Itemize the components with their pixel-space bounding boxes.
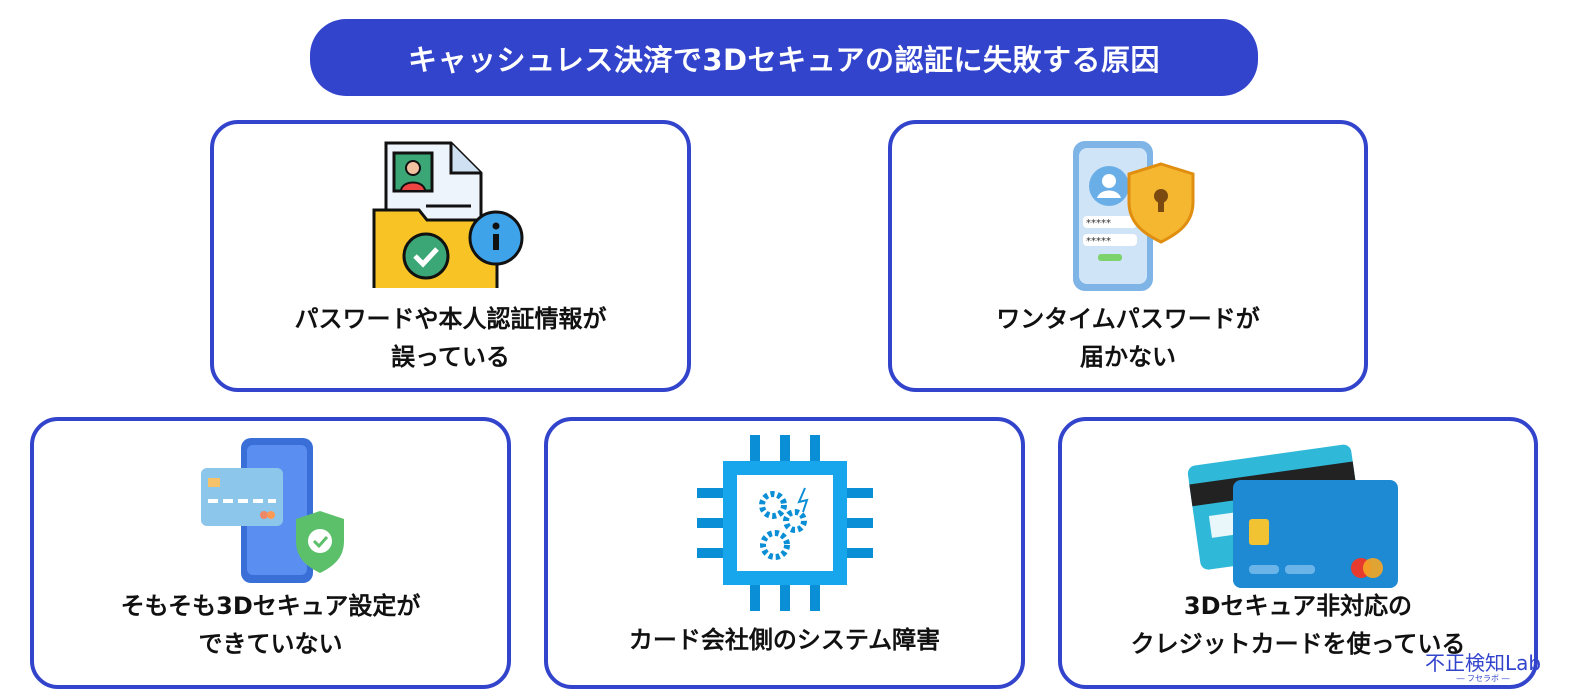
label-line: 3Dセキュア非対応の	[1183, 592, 1413, 620]
phone-card-shield-icon	[200, 438, 344, 583]
credit-cards-icon	[1187, 444, 1398, 588]
svg-text:*****: *****	[1086, 218, 1111, 229]
label-line: そもそも3Dセキュア設定が	[120, 592, 421, 620]
cause-label: カード会社側のシステム障害	[548, 621, 1021, 659]
cause-label: ワンタイムパスワードが 届かない	[892, 300, 1364, 376]
cause-label: 3Dセキュア非対応の クレジットカードを使っている	[1062, 587, 1534, 663]
watermark-logo: 不正検知Lab ― フセラボ ―	[1425, 652, 1541, 684]
cause-card-unsupported-card: 3Dセキュア非対応の クレジットカードを使っている	[1058, 417, 1538, 689]
cause-card-otp-not-received: ***** ***** ワンタイムパスワードが 届かない	[888, 120, 1368, 392]
label-line: できていない	[198, 630, 343, 658]
page-title: キャッシュレス決済で3Dセキュアの認証に失敗する原因	[310, 19, 1258, 96]
label-line: 誤っている	[391, 343, 510, 371]
cause-label: パスワードや本人認証情報が 誤っている	[214, 300, 687, 376]
watermark-main: 不正検知Lab	[1425, 651, 1542, 675]
cause-label: そもそも3Dセキュア設定が できていない	[34, 587, 507, 663]
svg-text:*****: *****	[1086, 236, 1111, 247]
watermark-sub: ― フセラボ ―	[1456, 674, 1510, 683]
chip-gears-icon	[696, 435, 873, 611]
cause-card-system-failure: カード会社側のシステム障害	[544, 417, 1025, 689]
cause-card-not-configured: そもそも3Dセキュア設定が できていない	[30, 417, 511, 689]
label-line: カード会社側のシステム障害	[628, 626, 941, 654]
label-line: ワンタイムパスワードが	[996, 305, 1260, 333]
label-line: 届かない	[1080, 343, 1176, 371]
cause-card-wrong-credentials: パスワードや本人認証情報が 誤っている	[210, 120, 691, 392]
phone-shield-login-icon: ***** *****	[1073, 141, 1195, 291]
document-folder-info-icon	[372, 141, 523, 288]
label-line: パスワードや本人認証情報が	[294, 305, 607, 333]
label-line: クレジットカードを使っている	[1130, 630, 1466, 658]
